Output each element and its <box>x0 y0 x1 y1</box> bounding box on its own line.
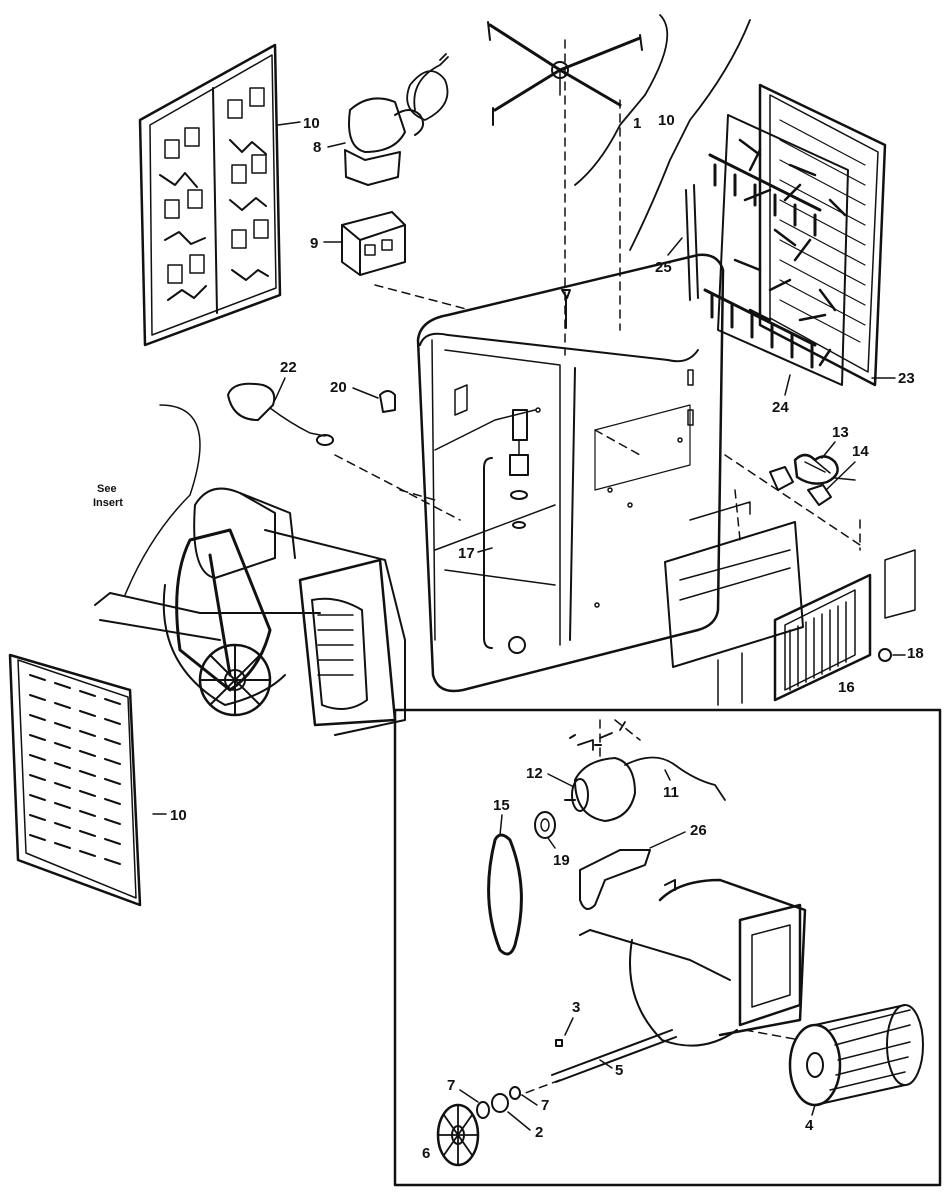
callout-10-bottom-left: 10 <box>170 807 187 824</box>
insert-assembly-lines <box>519 719 801 1096</box>
duct-and-grille <box>664 501 916 706</box>
callout-9: 9 <box>310 235 318 252</box>
see-insert-line1: See <box>97 483 117 495</box>
callout-19: 19 <box>553 852 570 869</box>
top-left-panel <box>138 43 282 347</box>
thermostat-parts <box>769 453 856 506</box>
callout-2: 2 <box>535 1124 543 1141</box>
callout-4: 4 <box>805 1117 814 1134</box>
callout-10-top-right: 10 <box>658 112 675 129</box>
callout-5: 5 <box>615 1062 623 1079</box>
callout-11: 11 <box>663 784 679 801</box>
pump-plug <box>227 382 334 446</box>
float-valve <box>508 409 529 654</box>
assembly-lines <box>334 39 861 551</box>
bottom-left-panel <box>8 653 142 907</box>
pump-motor <box>344 53 449 186</box>
callout-16: 16 <box>838 679 855 696</box>
callout-12: 12 <box>526 765 543 782</box>
blower-assembly <box>94 487 406 736</box>
callout-7-left: 7 <box>447 1077 455 1094</box>
callout-24: 24 <box>772 399 789 416</box>
callout-26: 26 <box>690 822 707 839</box>
callout-8: 8 <box>313 139 321 156</box>
callout-20: 20 <box>330 379 347 396</box>
callout-10-top-left: 10 <box>303 115 320 132</box>
callout-17: 17 <box>458 545 475 562</box>
callout-1: 1 <box>633 115 641 132</box>
callout-15: 15 <box>493 797 510 814</box>
callout-14: 14 <box>852 443 869 460</box>
water-distributor <box>487 21 643 126</box>
insert-box <box>393 708 942 1187</box>
insert-large-pulley <box>436 1103 480 1167</box>
insert-motor <box>564 721 636 822</box>
switch-box <box>341 211 406 276</box>
callout-23: 23 <box>898 370 915 387</box>
cabinet <box>416 253 725 693</box>
insert-blower-housing <box>579 878 807 1047</box>
callout-13: 13 <box>832 424 849 441</box>
callout-7-right: 7 <box>541 1097 549 1114</box>
right-pad-panel <box>703 83 887 387</box>
callout-6: 6 <box>422 1145 430 1162</box>
insert-pulley <box>534 811 556 839</box>
callout-3: 3 <box>572 999 580 1016</box>
callout-22: 22 <box>280 359 297 376</box>
insert-blower-wheel <box>788 1004 924 1107</box>
callout-18: 18 <box>907 645 924 662</box>
see-insert-line2: Insert <box>93 497 123 509</box>
